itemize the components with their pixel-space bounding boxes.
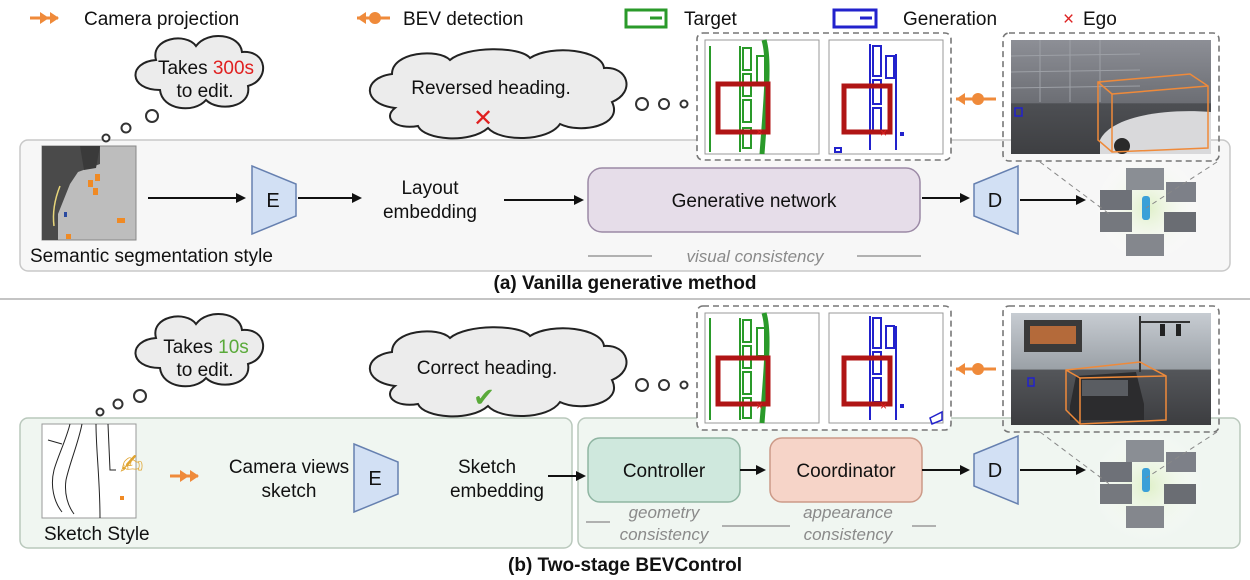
generative-network-box: Generative network — [587, 167, 921, 233]
cloud-time-b: Takes 10s to edit. — [95, 312, 265, 417]
sketch-map: ✍ — [41, 423, 143, 519]
cloud-time-b-line1: Takes 10s — [163, 337, 249, 358]
camera-views-line1: Camera views — [229, 457, 349, 478]
geometry-consistency-line2: consistency — [620, 525, 710, 544]
camera-photo-b — [1002, 305, 1220, 433]
bev-detection-arrow-b — [956, 363, 996, 375]
cloud-time-a-line2: to edit. — [176, 81, 233, 102]
section-b-left-panel — [19, 417, 573, 549]
camera-views-line2: sketch — [262, 481, 317, 502]
camera-projection-arrow-b — [170, 470, 199, 482]
visual-consistency-label: visual consistency — [686, 247, 825, 266]
svg-text:×: × — [880, 399, 887, 413]
svg-text:Controller: Controller — [623, 461, 706, 482]
svg-text:D: D — [988, 460, 1002, 482]
svg-text:E: E — [266, 190, 279, 212]
camera-projection-icon — [30, 12, 59, 24]
encoder-a: E — [251, 164, 297, 236]
legend-target: Target — [684, 9, 738, 30]
input-label-b: Sketch Style — [44, 524, 150, 545]
svg-text:×: × — [756, 125, 763, 139]
svg-text:D: D — [988, 190, 1002, 212]
caption-a: (a) Vanilla generative method — [494, 273, 757, 294]
decoder-b: D — [973, 434, 1019, 506]
bev-detection-icon — [357, 12, 390, 24]
ego-marker-icon: × — [1063, 9, 1074, 30]
bev-detection-arrow-a — [956, 93, 996, 105]
cloud-time-a-line1: Takes 300s — [158, 58, 254, 79]
cloud-heading-a: Reversed heading. ✕ — [368, 48, 689, 140]
cloud-heading-b-text: Correct heading. — [417, 358, 557, 379]
section-b: Takes 10s to edit. Correct heading. ✔ — [19, 305, 1241, 549]
geometry-consistency-line1: geometry — [629, 503, 701, 522]
generation-box-icon — [832, 8, 878, 29]
section-a: Takes 300s to edit. Reversed heading. ✕ — [19, 32, 1231, 272]
svg-text:Generative network: Generative network — [672, 191, 837, 212]
svg-text:×: × — [880, 126, 887, 140]
legend-camera-projection: Camera projection — [84, 9, 239, 30]
bev-comparison-b: × × — [696, 305, 952, 431]
multiview-output-a — [1094, 154, 1202, 262]
cloud-heading-b: Correct heading. ✔ — [368, 326, 689, 418]
target-box-icon — [624, 8, 668, 29]
legend: Camera projection BEV detection Target G… — [30, 8, 1117, 30]
multiview-output-b — [1092, 430, 1204, 542]
coordinator-box: Coordinator — [769, 437, 923, 503]
caption-b: (b) Two-stage BEVControl — [508, 555, 742, 576]
check-mark-icon: ✔ — [473, 383, 495, 413]
camera-photo-a — [1002, 32, 1220, 162]
svg-text:×: × — [756, 399, 763, 413]
layout-embedding-line1: Layout — [401, 178, 459, 199]
svg-text:Coordinator: Coordinator — [796, 461, 896, 482]
cloud-time-b-line2: to edit. — [176, 360, 233, 381]
legend-generation: Generation — [903, 9, 997, 30]
svg-text:E: E — [368, 468, 381, 490]
appearance-consistency-line1: appearance — [803, 503, 893, 522]
legend-ego: Ego — [1083, 9, 1117, 30]
bev-comparison-a: × × — [696, 32, 952, 161]
sketch-embedding-line2: embedding — [450, 481, 544, 502]
sketch-embedding-line1: Sketch — [458, 457, 516, 478]
semantic-segmentation-map — [41, 145, 137, 241]
writing-hand-icon: ✍ — [120, 448, 143, 481]
input-label-a: Semantic segmentation style — [30, 246, 273, 267]
legend-bev-detection: BEV detection — [403, 9, 523, 30]
layout-embedding-line2: embedding — [383, 202, 477, 223]
decoder-a: D — [973, 164, 1019, 236]
cloud-heading-a-text: Reversed heading. — [411, 78, 571, 99]
appearance-consistency-line2: consistency — [804, 525, 894, 544]
encoder-b: E — [353, 442, 399, 514]
cloud-time-a: Takes 300s to edit. — [101, 34, 265, 143]
cross-mark-icon: ✕ — [473, 104, 493, 132]
controller-box: Controller — [587, 437, 741, 503]
